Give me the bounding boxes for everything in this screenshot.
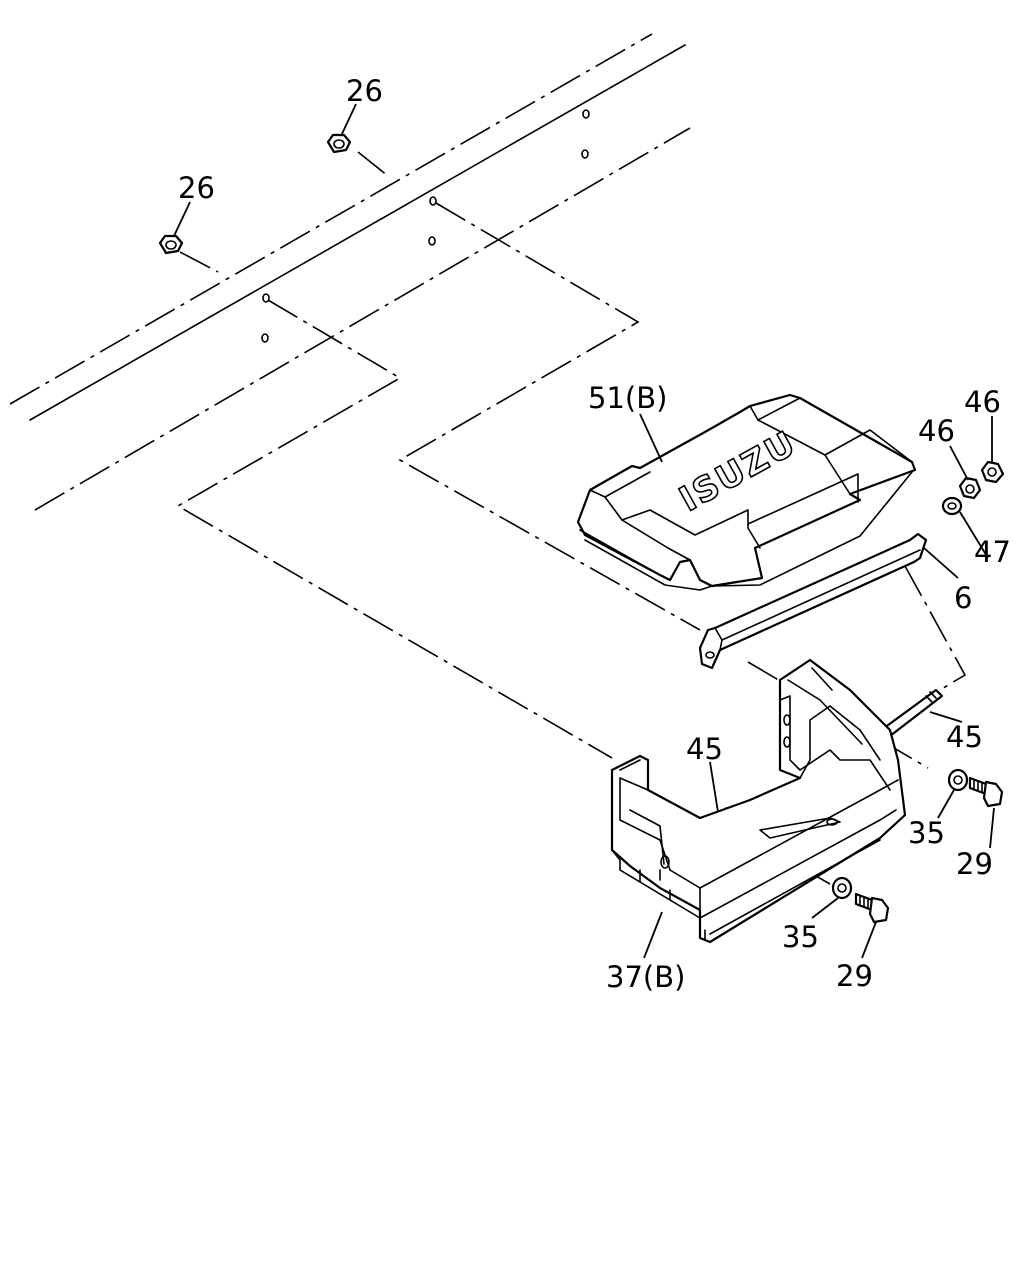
frame-rail — [9, 33, 691, 511]
washer-47 — [941, 496, 963, 516]
callout-29-lower: 29 — [836, 959, 873, 993]
washer-35-lower — [831, 876, 853, 900]
bolt-29-right — [968, 776, 1004, 808]
nut-46-inner — [958, 476, 982, 500]
washer-35-right — [947, 768, 969, 792]
callout-35-right: 35 — [908, 816, 945, 850]
callout-47: 47 — [974, 535, 1011, 569]
callout-26-upper: 26 — [346, 74, 383, 108]
callout-51b: 51(B) — [588, 381, 667, 415]
callout-45-left: 45 — [686, 732, 723, 766]
nut-26-upper — [326, 133, 352, 154]
hold-down-bar — [698, 532, 928, 670]
battery-cover: ISUZU — [576, 393, 917, 591]
bolt-29-lower — [854, 892, 890, 924]
callout-45-right: 45 — [946, 720, 983, 754]
leader-lines — [173, 103, 995, 959]
callout-26-lower: 26 — [178, 171, 215, 205]
callout-46-inner: 46 — [918, 414, 955, 448]
callout-35-lower: 35 — [782, 920, 819, 954]
callout-37b: 37(B) — [606, 960, 685, 994]
callouts: 26 26 51(B) 46 46 47 6 45 45 35 29 35 29… — [178, 74, 1011, 994]
nut-26-lower — [158, 234, 184, 255]
callout-29-right: 29 — [956, 847, 993, 881]
battery-tray — [610, 658, 907, 944]
callout-6: 6 — [954, 581, 972, 615]
callout-46-outer: 46 — [964, 385, 1001, 419]
nut-46-outer — [980, 460, 1005, 484]
